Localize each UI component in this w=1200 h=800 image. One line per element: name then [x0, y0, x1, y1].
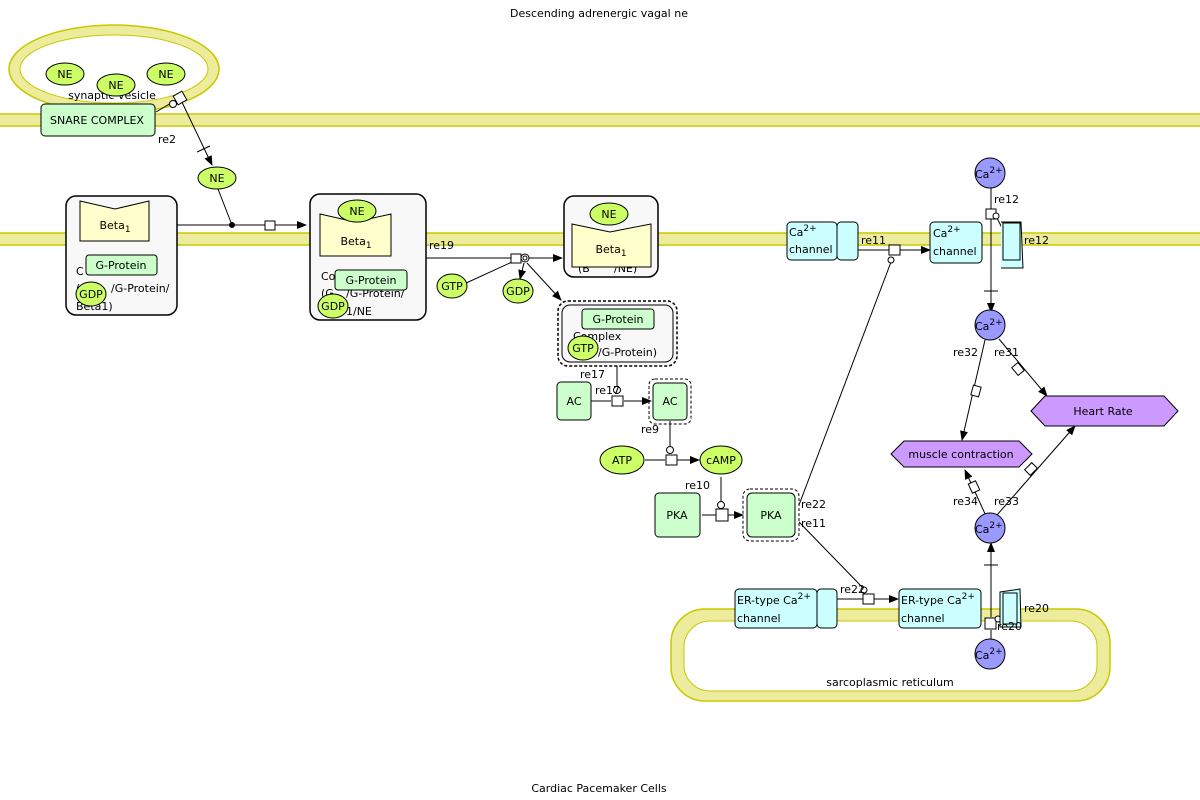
svg-text:G-Protein: G-Protein: [592, 313, 643, 326]
svg-text:muscle contraction: muscle contraction: [908, 448, 1013, 461]
re20-label-b: re20: [997, 620, 1022, 633]
svg-text:Ca2+: Ca2+: [975, 318, 1003, 333]
svg-text:channel: channel: [737, 612, 781, 625]
svg-text:NE: NE: [158, 68, 173, 81]
ca-channel-open: Ca2+ channel: [929, 221, 1024, 269]
ca-ion-lower: Ca2+: [974, 512, 1006, 544]
reaction-nodes: [169, 90, 1039, 630]
svg-text:GTP: GTP: [441, 280, 463, 293]
ca-ion-top: Ca2+: [974, 157, 1006, 189]
svg-text:/G-Protein/: /G-Protein/: [111, 282, 170, 295]
released-ne: NE: [197, 166, 237, 190]
svg-text:Ca2+: Ca2+: [975, 521, 1003, 536]
ac-active: AC: [648, 378, 692, 425]
pka-active: PKA: [742, 488, 800, 542]
re11-label-a: re11: [801, 517, 826, 530]
svg-text:AC: AC: [662, 395, 677, 408]
re34-label: re34: [953, 495, 978, 508]
receptor-complex-1: Beta1 C ( /G-Protein/ Beta1) G-Protein G…: [65, 195, 178, 316]
svg-text:NE: NE: [209, 172, 224, 185]
re17-label-a: re17: [580, 368, 605, 381]
svg-text:NE: NE: [57, 68, 72, 81]
svg-text:Ca2+: Ca2+: [975, 647, 1003, 662]
re17-label-b: re17: [595, 384, 620, 397]
svg-text:AC: AC: [566, 395, 581, 408]
re12-label-a: re12: [994, 193, 1019, 206]
svg-text:Ca2+: Ca2+: [789, 224, 817, 239]
svg-text:Co: Co: [321, 270, 336, 283]
ca-ion-cytosol: Ca2+: [974, 309, 1006, 341]
edges: [155, 97, 1076, 640]
top-caption: Descending adrenergic vagal ne: [510, 7, 688, 20]
free-gdp: GDP: [502, 278, 534, 304]
svg-text:1/NE: 1/NE: [346, 305, 372, 318]
pka-inactive: PKA: [654, 492, 701, 538]
free-gtp: GTP: [436, 273, 468, 299]
re12-label-b: re12: [1024, 234, 1049, 247]
svg-text:cAMP: cAMP: [706, 454, 736, 467]
svg-text:GDP: GDP: [321, 300, 345, 313]
re31-label: re31: [994, 346, 1019, 359]
re22-label-a: re22: [801, 498, 826, 511]
er-channel-open: ER-type Ca2+ channel: [898, 588, 1022, 629]
sarcoplasmic-reticulum: sarcoplasmic reticulum: [670, 608, 1111, 702]
svg-text:(B: (B: [578, 262, 590, 275]
sr-label: sarcoplasmic reticulum: [826, 676, 954, 689]
svg-text:C: C: [76, 265, 84, 278]
vesicle-ne-1: NE: [45, 62, 85, 86]
svg-text:ER-type Ca2+: ER-type Ca2+: [737, 592, 811, 607]
svg-text:G-Protein: G-Protein: [95, 259, 146, 272]
svg-text:NE: NE: [601, 208, 616, 221]
re32-label: re32: [953, 346, 978, 359]
svg-text:GTP: GTP: [572, 342, 594, 355]
atp: ATP: [599, 445, 645, 475]
svg-text:/G-Protein): /G-Protein): [598, 346, 657, 359]
svg-text:SNARE COMPLEX: SNARE COMPLEX: [50, 114, 144, 127]
svg-text:Beta1: Beta1: [595, 243, 626, 259]
muscle-contraction-phenotype: muscle contraction: [890, 440, 1033, 468]
svg-text:G-Protein: G-Protein: [345, 274, 396, 287]
svg-text:PKA: PKA: [666, 509, 688, 522]
upper-membrane: [0, 113, 1200, 127]
re19-label: re19: [429, 239, 454, 252]
synaptic-vesicle: synaptic vesicle: [8, 24, 220, 114]
svg-text:GDP: GDP: [506, 285, 530, 298]
svg-text:NE: NE: [108, 79, 123, 92]
svg-text:Beta1: Beta1: [99, 219, 130, 235]
svg-text:Heart Rate: Heart Rate: [1073, 405, 1133, 418]
ac-inactive: AC: [556, 381, 592, 421]
re9-label: re9: [641, 423, 659, 436]
svg-text:GDP: GDP: [79, 288, 103, 301]
vesicle-ne-2: NE: [96, 73, 136, 97]
svg-text:NE: NE: [349, 205, 364, 218]
svg-text:Beta1: Beta1: [340, 235, 371, 251]
re10-label: re10: [685, 479, 710, 492]
er-channel-closed: ER-type Ca2+ channel: [734, 588, 838, 629]
bottom-caption: Cardiac Pacemaker Cells: [531, 782, 667, 795]
svg-text:channel: channel: [901, 612, 945, 625]
re33-label: re33: [994, 495, 1019, 508]
svg-text:Ca2+: Ca2+: [975, 166, 1003, 181]
re11-label-b: re11: [861, 234, 886, 247]
receptor-complex-2: Beta1 NE Co (G /G-Protein/ 1/NE G-Protei…: [309, 193, 427, 321]
svg-text:channel: channel: [933, 245, 977, 258]
ca-ion-sr: Ca2+: [974, 638, 1006, 670]
re22-label-b: re22: [840, 583, 865, 596]
svg-text:ATP: ATP: [612, 454, 632, 467]
svg-text:ER-type Ca2+: ER-type Ca2+: [901, 592, 975, 607]
svg-text:Ca2+: Ca2+: [933, 225, 961, 240]
snare-complex: SNARE COMPLEX: [40, 103, 156, 137]
camp: cAMP: [699, 445, 743, 475]
heart-rate-phenotype: Heart Rate: [1030, 395, 1179, 427]
svg-text:PKA: PKA: [760, 509, 782, 522]
svg-text:channel: channel: [789, 243, 833, 256]
beta-ne-complex: (B /NE) Beta1 NE: [563, 195, 659, 278]
re20-label-a: re20: [1024, 602, 1049, 615]
ca-channel-closed: Ca2+ channel: [786, 221, 859, 261]
vesicle-ne-3: NE: [146, 62, 186, 86]
gprotein-gtp-complex: G-Protein Complex /G-Protein) GTP: [557, 300, 678, 367]
re2-label: re2: [158, 133, 176, 146]
